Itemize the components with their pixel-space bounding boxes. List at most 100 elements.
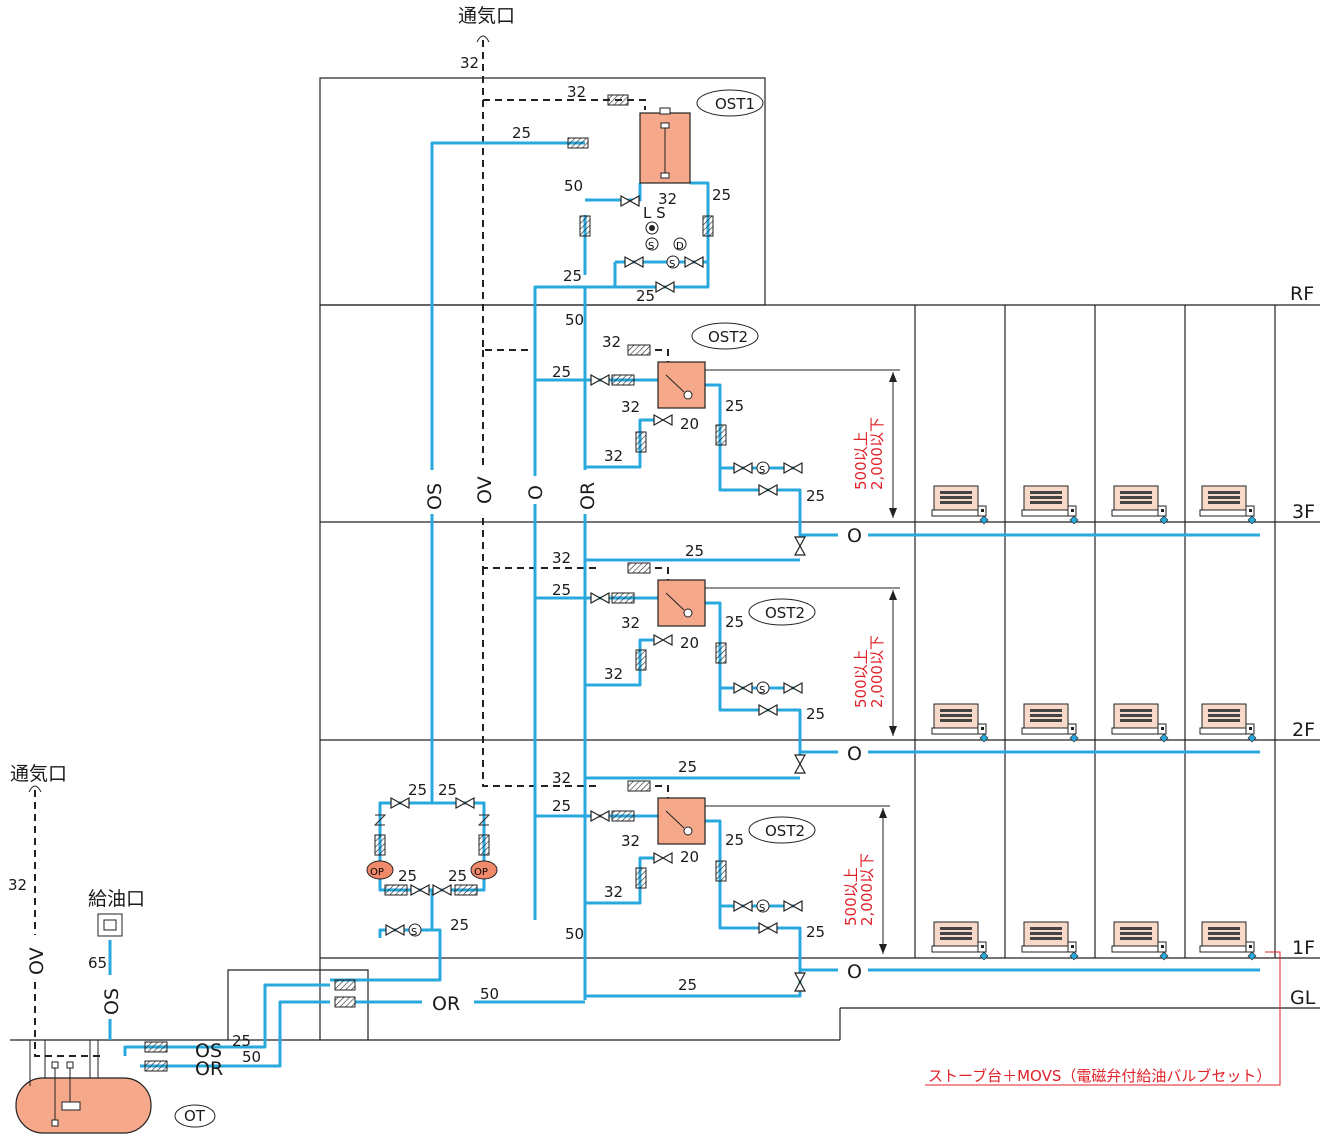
stove-icon [1021, 703, 1079, 743]
svg-text:S: S [759, 903, 765, 914]
floor-label-gl: GL [1290, 987, 1316, 1009]
svg-text:S: S [669, 259, 675, 270]
svg-text:25: 25 [725, 397, 744, 415]
outside-label-ov: OV [26, 947, 48, 975]
svg-text:S: S [648, 241, 654, 252]
stove-icon [1111, 921, 1169, 961]
stove-icon [931, 921, 989, 961]
svg-text:25: 25 [725, 613, 744, 631]
svg-text:25: 25 [678, 758, 697, 776]
svg-text:20: 20 [680, 848, 699, 866]
ost2-label-2f: OST2 [765, 604, 805, 622]
svg-text:32: 32 [621, 832, 640, 850]
svg-text:25: 25 [552, 797, 571, 815]
floor-label-3f: 3F [1292, 501, 1315, 523]
svg-text:500以上: 500以上 [852, 431, 870, 490]
strainer-icons [144, 94, 727, 1072]
oil-pump-icon: OP [366, 860, 394, 880]
svg-text:2,000以下: 2,000以下 [868, 417, 886, 490]
ost2-label-1f: OST2 [765, 822, 805, 840]
svg-text:25: 25 [448, 867, 467, 885]
stove-icon [931, 485, 989, 525]
svg-text:50: 50 [564, 177, 583, 195]
stove-icon [931, 703, 989, 743]
svg-text:50: 50 [565, 311, 584, 329]
svg-text:2,000以下: 2,000以下 [858, 853, 876, 926]
stoves [931, 485, 1257, 961]
stove-icon [1021, 485, 1079, 525]
svg-text:OP: OP [474, 867, 488, 878]
ot-tag [174, 1104, 216, 1128]
riser-label-or: OR [577, 482, 599, 510]
svg-text:25: 25 [408, 781, 427, 799]
vent-label-top: 通気口 [458, 5, 515, 27]
riser-label-or-bottom: OR [432, 993, 460, 1015]
floor-label-1f: 1F [1292, 937, 1315, 959]
level-note-2f: 500以上 2,000以下 [852, 635, 886, 708]
svg-text:32: 32 [621, 614, 640, 632]
svg-text:25: 25 [232, 1032, 251, 1050]
ost1-label: OST1 [715, 95, 755, 113]
svg-text:25: 25 [806, 487, 825, 505]
floor-label-2f: 2F [1292, 719, 1315, 741]
floor-label-rf: RF [1290, 283, 1314, 305]
branch-label-o-1f: O [847, 961, 862, 983]
ost2-label-3f: OST2 [708, 328, 748, 346]
vent-cap-icon [476, 35, 490, 43]
fill-port-label: 給油口 [88, 888, 145, 910]
svg-text:32: 32 [602, 333, 621, 351]
svg-text:25: 25 [806, 705, 825, 723]
svg-text:32: 32 [604, 665, 623, 683]
svg-text:25: 25 [438, 781, 457, 799]
ot-label: OT [184, 1107, 206, 1125]
ot-tank [15, 1040, 152, 1134]
ls-label: L S [643, 204, 666, 222]
stove-icon [1199, 921, 1257, 961]
stove-note-leader [1265, 951, 1281, 1086]
svg-text:32: 32 [604, 883, 623, 901]
stove-icon [1199, 703, 1257, 743]
svg-text:32: 32 [552, 769, 571, 787]
svg-text:20: 20 [680, 634, 699, 652]
level-note-3f: 500以上 2,000以下 [852, 417, 886, 490]
svg-text:50: 50 [565, 925, 584, 943]
level-note-1f: 500以上 2,000以下 [842, 853, 876, 926]
svg-text:S: S [411, 927, 417, 938]
ost2-tank-1f [657, 797, 706, 845]
outside-label-or-h: OR [195, 1058, 223, 1080]
svg-text:50: 50 [242, 1048, 261, 1066]
stove-icon [1021, 921, 1079, 961]
svg-text:500以上: 500以上 [842, 867, 860, 926]
vent-label-outside: 通気口 [10, 763, 67, 785]
ost1-tank [639, 107, 691, 184]
svg-text:25: 25 [636, 287, 655, 305]
branch-label-o-3f: O [847, 525, 862, 547]
solenoid-valve-icons: S S D S S S S [408, 237, 770, 938]
vent-lines [34, 40, 669, 1057]
svg-text:25: 25 [512, 124, 531, 142]
svg-text:D: D [676, 241, 684, 252]
stove-note: ストーブ台＋MOVS（電磁弁付給油バルブセット） [928, 1067, 1271, 1085]
svg-text:OP: OP [370, 867, 384, 878]
ost2-tag-1f [748, 816, 816, 844]
riser-label-ov: OV [474, 476, 496, 504]
svg-text:25: 25 [806, 923, 825, 941]
svg-text:25: 25 [398, 867, 417, 885]
level-dimension-lines [705, 369, 900, 954]
svg-text:2,000以下: 2,000以下 [868, 635, 886, 708]
ost2-tank-3f [657, 361, 706, 409]
svg-text:32: 32 [552, 549, 571, 567]
svg-text:32: 32 [621, 398, 640, 416]
oil-pump-icon: OP [470, 860, 498, 880]
svg-text:20: 20 [680, 415, 699, 433]
svg-text:50: 50 [480, 985, 499, 1003]
ost2-tag-2f [748, 598, 816, 626]
svg-text:S: S [759, 685, 765, 696]
svg-text:25: 25 [678, 976, 697, 994]
svg-text:25: 25 [450, 916, 469, 934]
svg-text:25: 25 [563, 267, 582, 285]
svg-text:500以上: 500以上 [852, 649, 870, 708]
svg-text:25: 25 [725, 831, 744, 849]
svg-text:32: 32 [460, 54, 479, 72]
